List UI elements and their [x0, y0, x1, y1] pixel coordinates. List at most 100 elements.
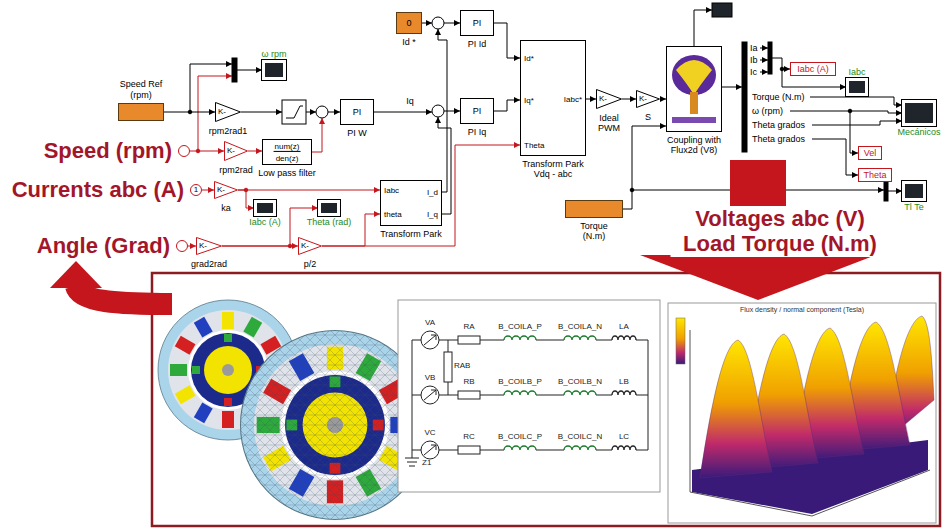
signal-wire	[722, 87, 742, 88]
block-label: PI W	[347, 128, 367, 138]
block-label: Iabc (A)	[249, 217, 281, 227]
signal-label: Torque (N.m)	[752, 92, 805, 102]
signal-wire	[306, 112, 316, 113]
port-label: Speed (rpm)	[42, 138, 174, 163]
coupling-icon	[690, 92, 698, 114]
port-name: den(z)	[276, 154, 299, 163]
circuit-diagram	[444, 352, 452, 382]
simulink-block	[712, 3, 732, 17]
scope-block: Theta (rad)	[318, 200, 340, 216]
inport-block: 1Currents abc (A)	[190, 184, 202, 196]
signal-wire	[760, 48, 768, 49]
flux-density-plot	[700, 340, 772, 478]
scope-block: Iabc	[846, 78, 868, 96]
block-label: Low pass filter	[258, 168, 316, 178]
gain-triangle	[225, 142, 248, 161]
block-label: PI Iq	[468, 127, 487, 137]
signal-label: Ic	[750, 67, 757, 77]
port-name: Iabc*	[564, 95, 582, 104]
port-name: K-	[227, 146, 235, 155]
signal-wire	[760, 72, 768, 73]
flux-density-plot	[676, 318, 685, 364]
port-name: K-	[218, 107, 226, 116]
gain-block: K-grad2rad	[196, 237, 222, 255]
coupling-icon	[672, 117, 716, 123]
circuit-diagram	[412, 441, 648, 459]
block-label: Iabc (A)	[797, 64, 829, 74]
inport-block: Speed (rpm)	[178, 145, 190, 157]
port-name: theta	[384, 210, 402, 219]
annotation-text: Voltages abc (V) Load Torque (N.m)	[671, 206, 890, 257]
plot-title: Flux density / normal component (Tesla)	[740, 306, 864, 314]
gain-triangle	[597, 90, 622, 109]
circuit-label: Z1	[422, 458, 431, 467]
coupling-block: Coupling with Flux2d (V8)	[666, 46, 722, 132]
signal-wire	[188, 10, 902, 214]
block-label: rpm2rad	[219, 165, 253, 175]
block-label: Vel	[864, 148, 877, 158]
signal-line	[238, 190, 380, 191]
goto-tag: Theta	[858, 168, 892, 182]
gain-triangle	[216, 103, 241, 122]
port-name: Iabc	[384, 186, 399, 195]
signal-wire	[241, 112, 282, 113]
data-flow-arrow	[76, 286, 172, 304]
port-name: Iq*	[524, 96, 534, 105]
signal-line	[494, 23, 520, 58]
park-transform-block: Id*Iq*ThetaIabc*Transform Park Vdq - abc	[520, 40, 586, 156]
signal-wire	[444, 111, 460, 112]
goto-tag: Vel	[858, 146, 882, 160]
gain-block: K-rpm2rad	[224, 141, 248, 161]
simulink-block	[768, 42, 772, 74]
circuit-label: B_COILA_N	[558, 322, 602, 331]
signal-label: ω (rpm)	[752, 106, 783, 116]
block-label: Theta (rad)	[307, 217, 352, 227]
port-name: num(z)	[274, 142, 301, 152]
simulink-block	[316, 106, 328, 118]
constant-block: 0Id *	[396, 12, 422, 34]
circuit-label: B_COILC_N	[558, 432, 602, 441]
circuit-label: B_COILB_P	[498, 377, 542, 386]
coupling-frame	[152, 273, 940, 526]
circuit-label: B_COILC_P	[498, 432, 542, 441]
coupling-icon	[676, 60, 712, 95]
simulink-block	[232, 58, 237, 82]
circuit-label: RB	[463, 377, 474, 386]
circuit-label: RAB	[454, 361, 470, 370]
signal-wire	[374, 112, 432, 113]
port-name: K-	[599, 94, 607, 103]
block-label: Iabc	[848, 67, 865, 77]
feedback-wire	[196, 76, 322, 248]
port-label: Currents abc (A)	[10, 177, 186, 202]
coupling-icon	[667, 47, 721, 131]
port-name: K-	[199, 241, 207, 250]
circuit-diagram	[398, 300, 660, 492]
signal-line	[202, 190, 214, 191]
source-block: Torque (N.m)	[565, 200, 623, 218]
block-label: Torque (N.m)	[573, 221, 615, 242]
signal-line	[586, 99, 596, 100]
signal-wire	[812, 139, 858, 175]
block-label: Tl Te	[904, 202, 923, 212]
signal-label: Theta grados	[752, 120, 805, 130]
port-name: Theta	[524, 141, 544, 150]
circuit-diagram	[412, 331, 648, 349]
circuit-diagram	[398, 300, 660, 492]
circuit-label: VB	[425, 373, 436, 382]
source-block: Speed Ref (rpm)	[118, 103, 164, 121]
block-label: grad2rad	[191, 259, 227, 269]
block-label: 1	[194, 185, 198, 194]
gain-block: K-S	[636, 90, 660, 108]
block-label: Theta	[863, 170, 886, 180]
scope-block: Mecánicos	[902, 100, 936, 126]
port-name: I_q	[427, 210, 438, 219]
signal-line	[188, 246, 196, 247]
port-label: Angle (Grad)	[35, 233, 172, 258]
signal-label: Theta grados	[752, 134, 805, 144]
signal-wire	[444, 23, 460, 24]
signal-wire	[812, 121, 902, 125]
signal-line	[238, 190, 254, 208]
signal-line	[164, 112, 215, 113]
coupling-icon	[667, 47, 721, 131]
